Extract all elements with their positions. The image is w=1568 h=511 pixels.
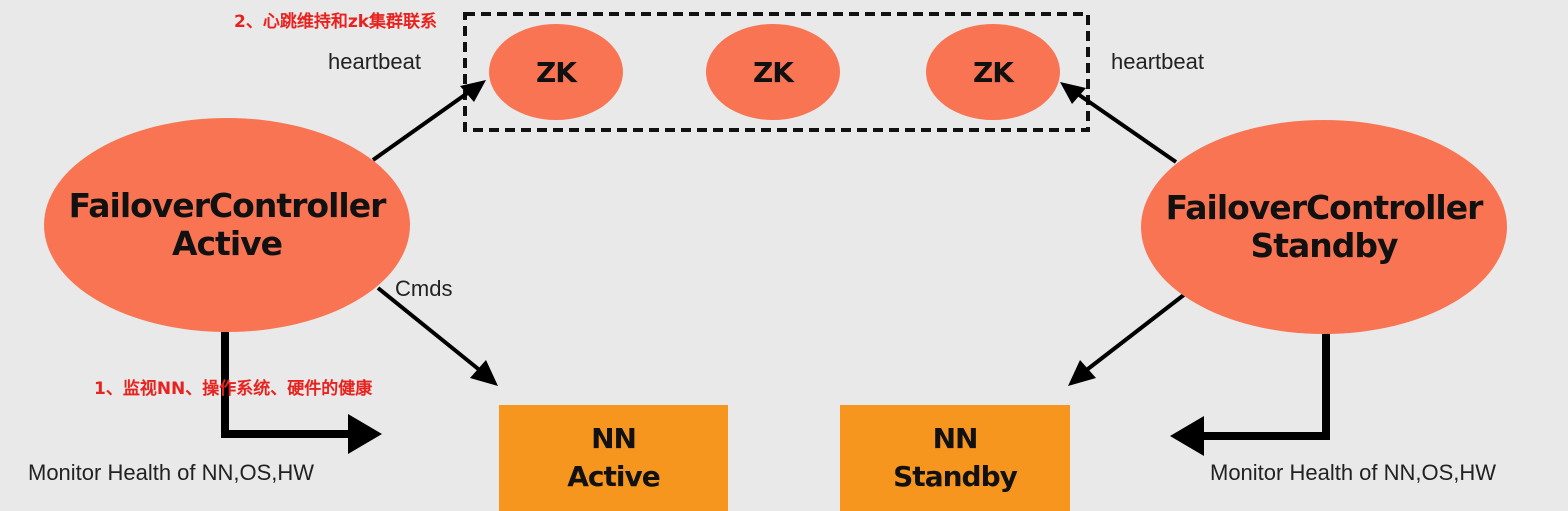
cmds-label: Cmds	[395, 276, 453, 301]
cmds-arrowhead-left	[470, 360, 498, 386]
fc-standby-title: FailoverController	[1165, 188, 1484, 227]
failover-controller-active: FailoverController Active	[44, 118, 410, 332]
failover-controller-standby: FailoverController Standby	[1141, 120, 1507, 334]
cmds-arrow-right	[1082, 292, 1187, 374]
nn-active-title: NN	[591, 422, 637, 455]
heartbeat-label-left: heartbeat	[328, 49, 421, 74]
fc-active-title: FailoverController	[68, 186, 387, 225]
fc-standby-role: Standby	[1250, 226, 1398, 265]
monitor-arrowhead-right	[1170, 416, 1204, 456]
zk-node-3: ZK	[926, 24, 1060, 120]
namenode-active: NN Active	[499, 405, 728, 511]
heartbeat-arrow-left	[371, 85, 478, 162]
cmds-arrow-left	[376, 286, 484, 374]
monitor-arrow-left	[221, 332, 352, 438]
heartbeat-arrowhead-left	[460, 80, 486, 102]
fc-active-role: Active	[171, 224, 283, 263]
monitor-label-right: Monitor Health of NN,OS,HW	[1210, 460, 1497, 485]
namenode-standby: NN Standby	[840, 405, 1070, 511]
heartbeat-arrow-right	[1070, 88, 1178, 164]
cmds-arrowhead-right	[1068, 360, 1096, 386]
heartbeat-arrowhead-right	[1060, 82, 1086, 104]
zk-node-2: ZK	[706, 24, 840, 120]
monitor-arrow-right	[1200, 332, 1330, 440]
heartbeat-label-right: heartbeat	[1111, 49, 1204, 74]
monitor-arrowhead-left	[348, 414, 382, 454]
zk-cluster-boundary	[463, 12, 1090, 132]
nn-standby-role: Standby	[893, 460, 1018, 493]
nn-active-role: Active	[567, 460, 660, 493]
monitor-note: 1、监视NN、操作系统、硬件的健康	[94, 379, 373, 399]
zk-node-1: ZK	[489, 24, 623, 120]
nn-standby-title: NN	[932, 422, 979, 455]
monitor-label-left: Monitor Health of NN,OS,HW	[28, 460, 315, 485]
heartbeat-note: 2、心跳维持和zk集群联系	[234, 12, 438, 32]
